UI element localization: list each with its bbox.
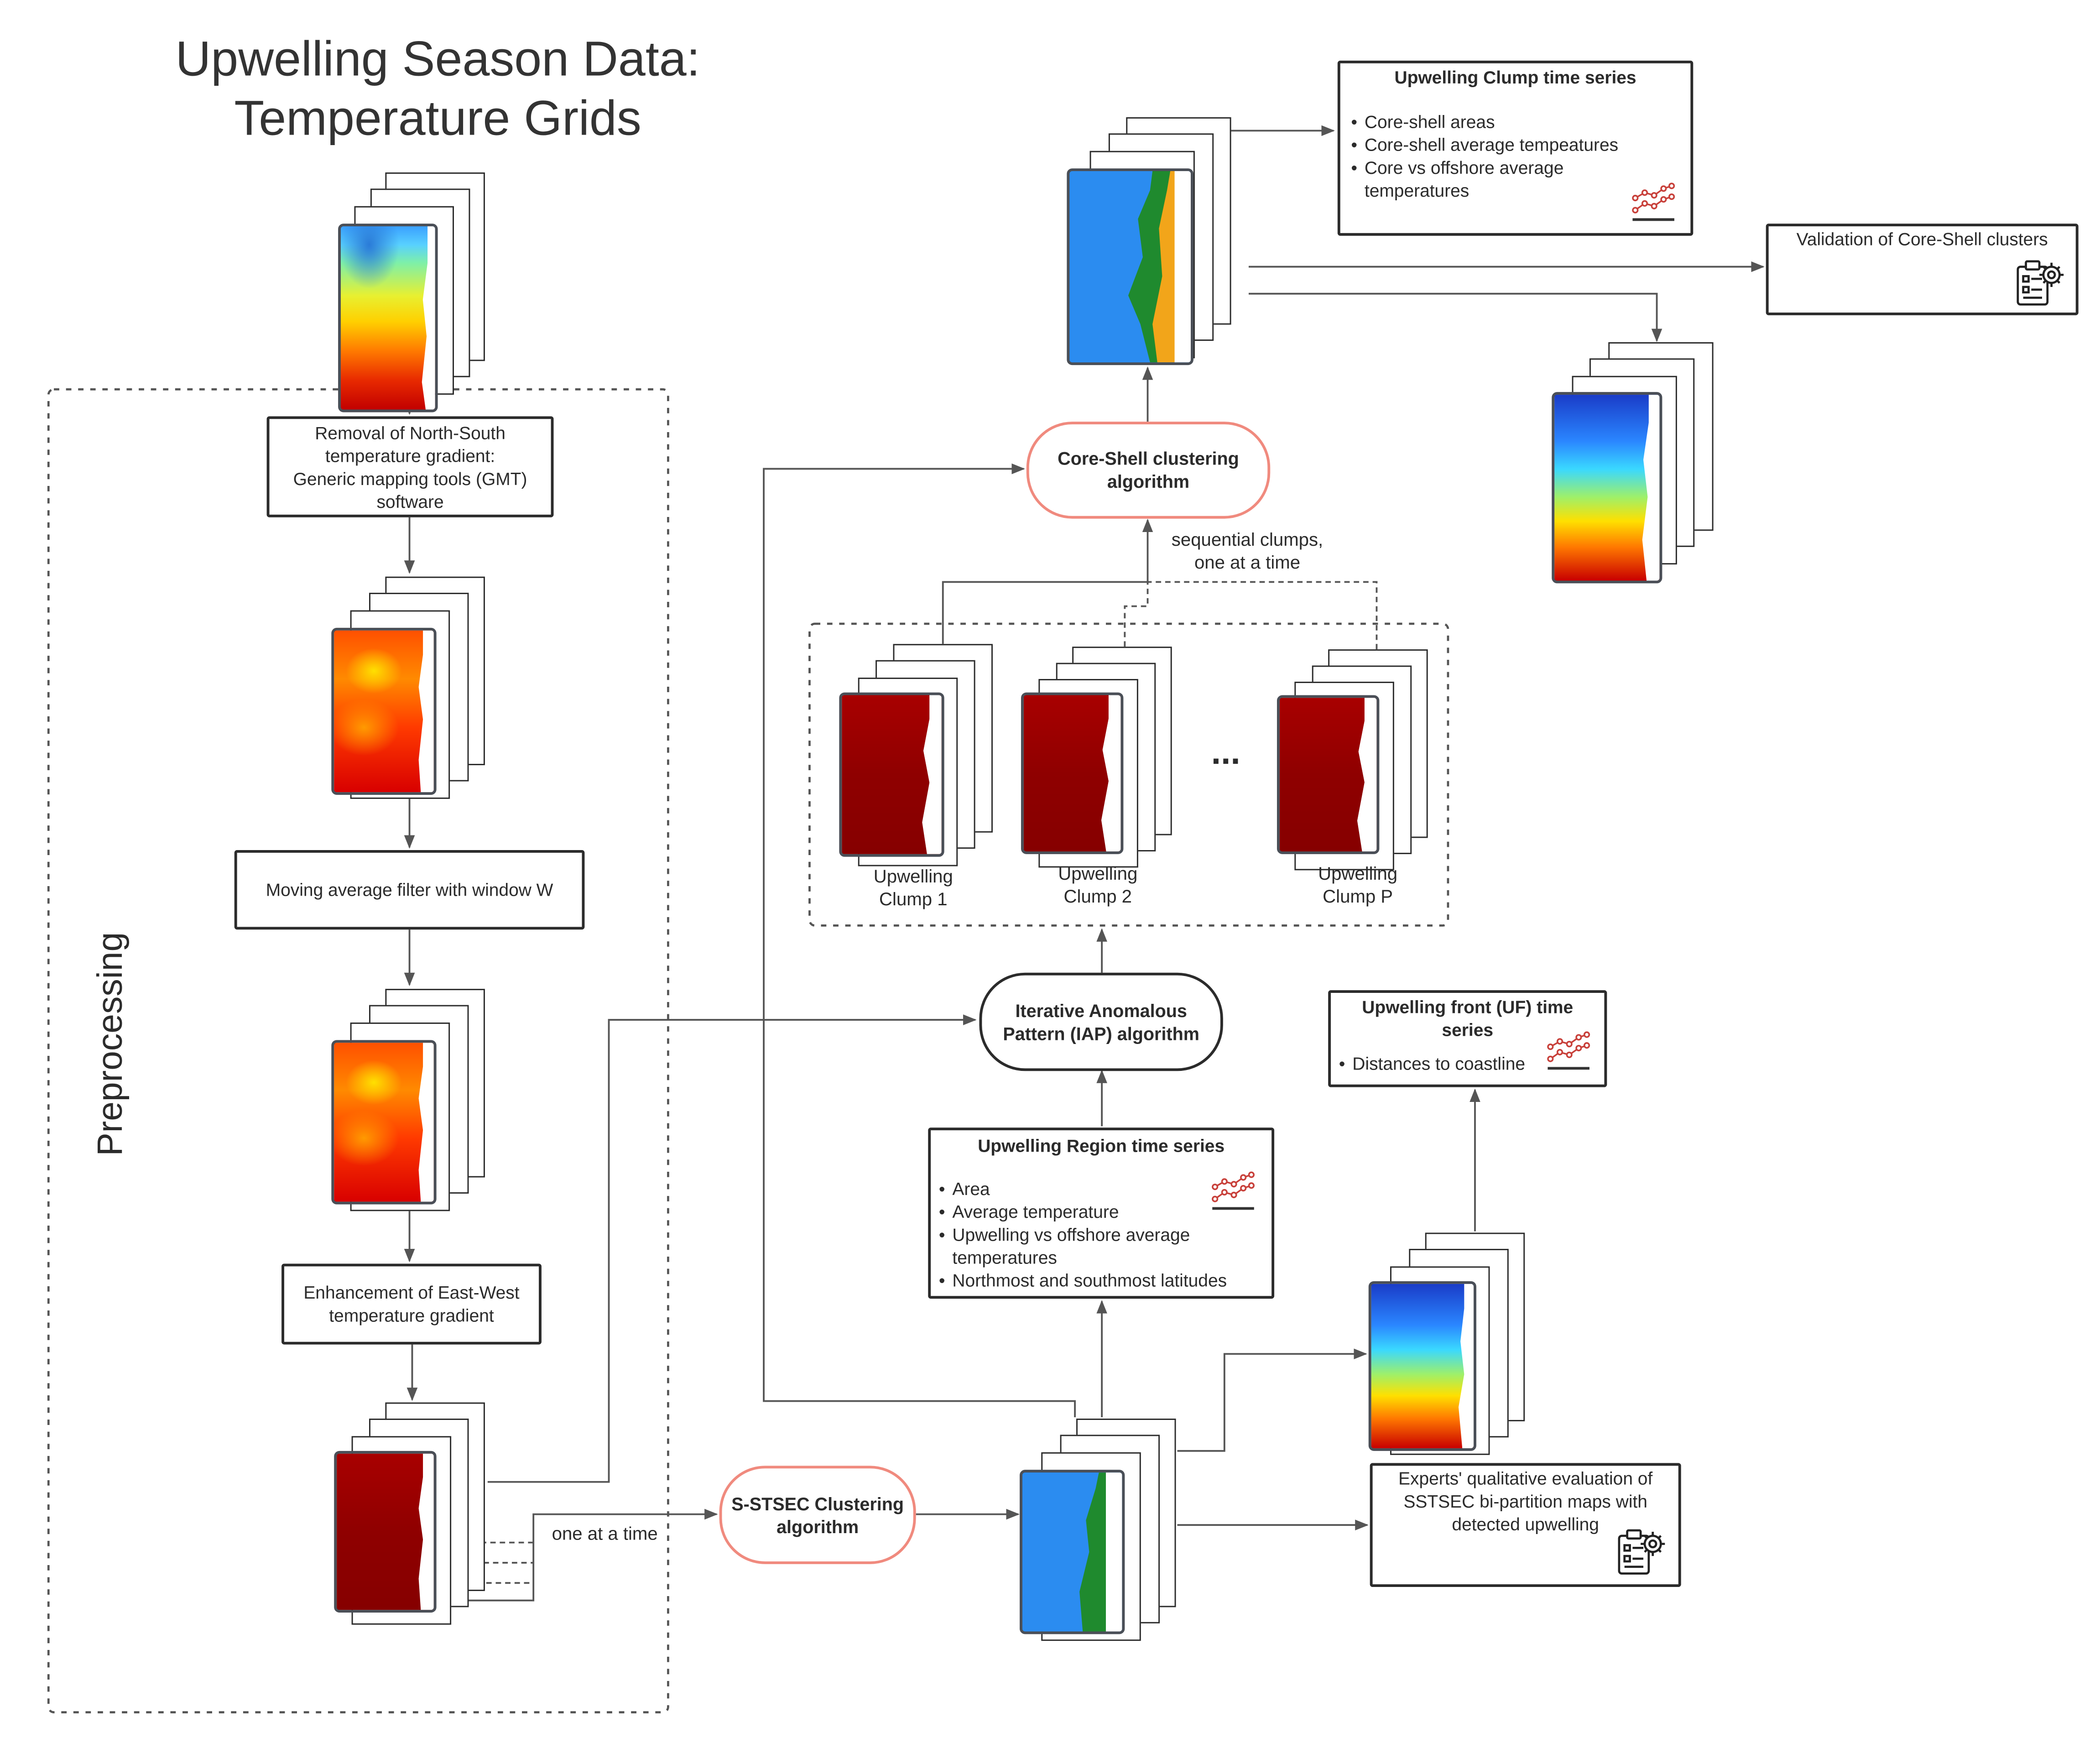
clumps-frame [808,622,1449,927]
clump-2-label: Upwelling Clump 2 [1041,862,1154,908]
experts-line-1: Experts' qualitative evaluation of [1398,1468,1653,1489]
clump-1-label-line-1: Upwelling [873,866,953,887]
front-ts-title-2: series [1442,1020,1494,1040]
enhancement-line-2: temperature gradient [329,1305,494,1326]
clump-ts-item: Core-shell areas [1351,110,1679,133]
validation-title: Validation of Core-Shell clusters [1796,229,2048,250]
front-ts-item: Distances to coastline [1339,1052,1596,1075]
front-ts-list: Distances to coastline [1339,1052,1596,1075]
region-ts-item: Upwelling vs offshore average [939,1223,1264,1246]
enhancement-step-box: Enhancement of East-West temperature gra… [281,1263,542,1345]
clump-time-series-panel: Upwelling Clump time series Core-shell a… [1337,60,1694,236]
clump-1-label: Upwelling Clump 1 [857,865,970,911]
region-ts-item: temperatures [952,1247,1057,1268]
moving-average-step-box: Moving average filter with window W [234,850,585,930]
clump-ts-item-cont: temperatures [1364,180,1469,201]
removal-line-2: temperature gradient: [325,445,495,466]
removal-step-box: Removal of North-South temperature gradi… [266,416,554,517]
iap-line-2: Pattern (IAP) algorithm [1003,1023,1199,1044]
clump-1-map [839,692,944,857]
iap-line-1: Iterative Anomalous [1015,1000,1187,1021]
clump-p-label-line-1: Upwelling [1318,863,1398,884]
report-gear-icon [1618,1529,1665,1575]
clump-ts-item: Core vs offshore average [1351,156,1679,179]
s-stsec-algorithm: S-STSEC Clustering algorithm [719,1466,916,1564]
region-ts-item: Northmost and southmost latitudes [939,1269,1264,1292]
removal-line-3: Generic mapping tools (GMT) [293,468,527,489]
clump-p-map [1277,695,1380,854]
preprocessing-label: Preprocessing [89,909,131,1179]
experts-line-3: detected upwelling [1452,1514,1599,1534]
experts-evaluation-panel: Experts' qualitative evaluation of SSTSE… [1370,1463,1681,1587]
clump-p-label: Upwelling Clump P [1301,862,1414,908]
iap-algorithm: Iterative Anomalous Pattern (IAP) algori… [979,972,1223,1071]
report-gear-icon [2017,260,2064,306]
moving-average-label: Moving average filter with window W [266,879,553,900]
s-stsec-line-2: algorithm [776,1516,859,1537]
core-shell-line-2: algorithm [1107,471,1190,492]
removal-line-4: software [376,491,444,511]
bipartition-map [1020,1470,1125,1634]
front-temperature-map [1368,1281,1476,1451]
diagram-title: Upwelling Season Data: Temperature Grids [108,30,768,148]
validation-temperature-map [1552,392,1662,584]
region-ts-list: Area Average temperature Upwelling vs of… [939,1177,1264,1292]
sequential-clumps-label: sequential clumps, one at a time [1158,528,1336,574]
clump-2-label-line-1: Upwelling [1058,863,1138,884]
s-stsec-line-1: S-STSEC Clustering [731,1493,904,1514]
one-at-a-time-label: one at a time [552,1524,658,1544]
experts-line-2: SSTSEC bi-partition maps with [1403,1491,1647,1512]
clump-ts-list: Core-shell areas Core-shell average temp… [1351,110,1679,202]
region-time-series-panel: Upwelling Region time series Area Averag… [928,1127,1275,1299]
clump-2-map [1021,692,1124,854]
line-chart-icon [1547,1031,1590,1070]
title-line-1: Upwelling Season Data: [175,31,700,86]
enhancement-line-1: Enhancement of East-West [303,1282,520,1303]
region-ts-title: Upwelling Region time series [978,1135,1225,1156]
region-ts-item: Area [939,1177,1264,1200]
clump-ts-item: Core-shell average tempeatures [1351,133,1679,156]
ellipsis-label: ... [1211,731,1240,772]
removal-line-1: Removal of North-South [315,422,505,443]
region-ts-item: Average temperature [939,1200,1264,1223]
front-ts-title-1: Upwelling front (UF) time [1362,997,1574,1018]
detrended-temperature-map [331,627,437,795]
validation-panel: Validation of Core-Shell clusters [1766,224,2079,315]
clump-ts-title: Upwelling Clump time series [1394,67,1636,88]
enhanced-temperature-map [334,1451,437,1613]
sequential-line-2: one at a time [1194,552,1301,573]
clump-2-label-line-2: Clump 2 [1063,886,1132,907]
clump-1-label-line-2: Clump 1 [879,889,948,909]
line-chart-icon [1632,183,1675,221]
front-time-series-panel: Upwelling front (UF) time series Distanc… [1328,990,1607,1087]
clump-p-label-line-2: Clump P [1323,886,1393,907]
core-shell-algorithm: Core-Shell clustering algorithm [1026,422,1271,519]
preprocessing-label-text: Preprocessing [89,932,130,1156]
title-line-2: Temperature Grids [234,90,641,146]
raw-temperature-map [338,224,438,412]
core-shell-line-1: Core-Shell clustering [1058,449,1239,469]
sequential-line-1: sequential clumps, [1171,529,1324,550]
line-chart-icon [1212,1171,1255,1210]
smoothed-temperature-map [331,1040,437,1205]
core-shell-map [1067,168,1193,365]
